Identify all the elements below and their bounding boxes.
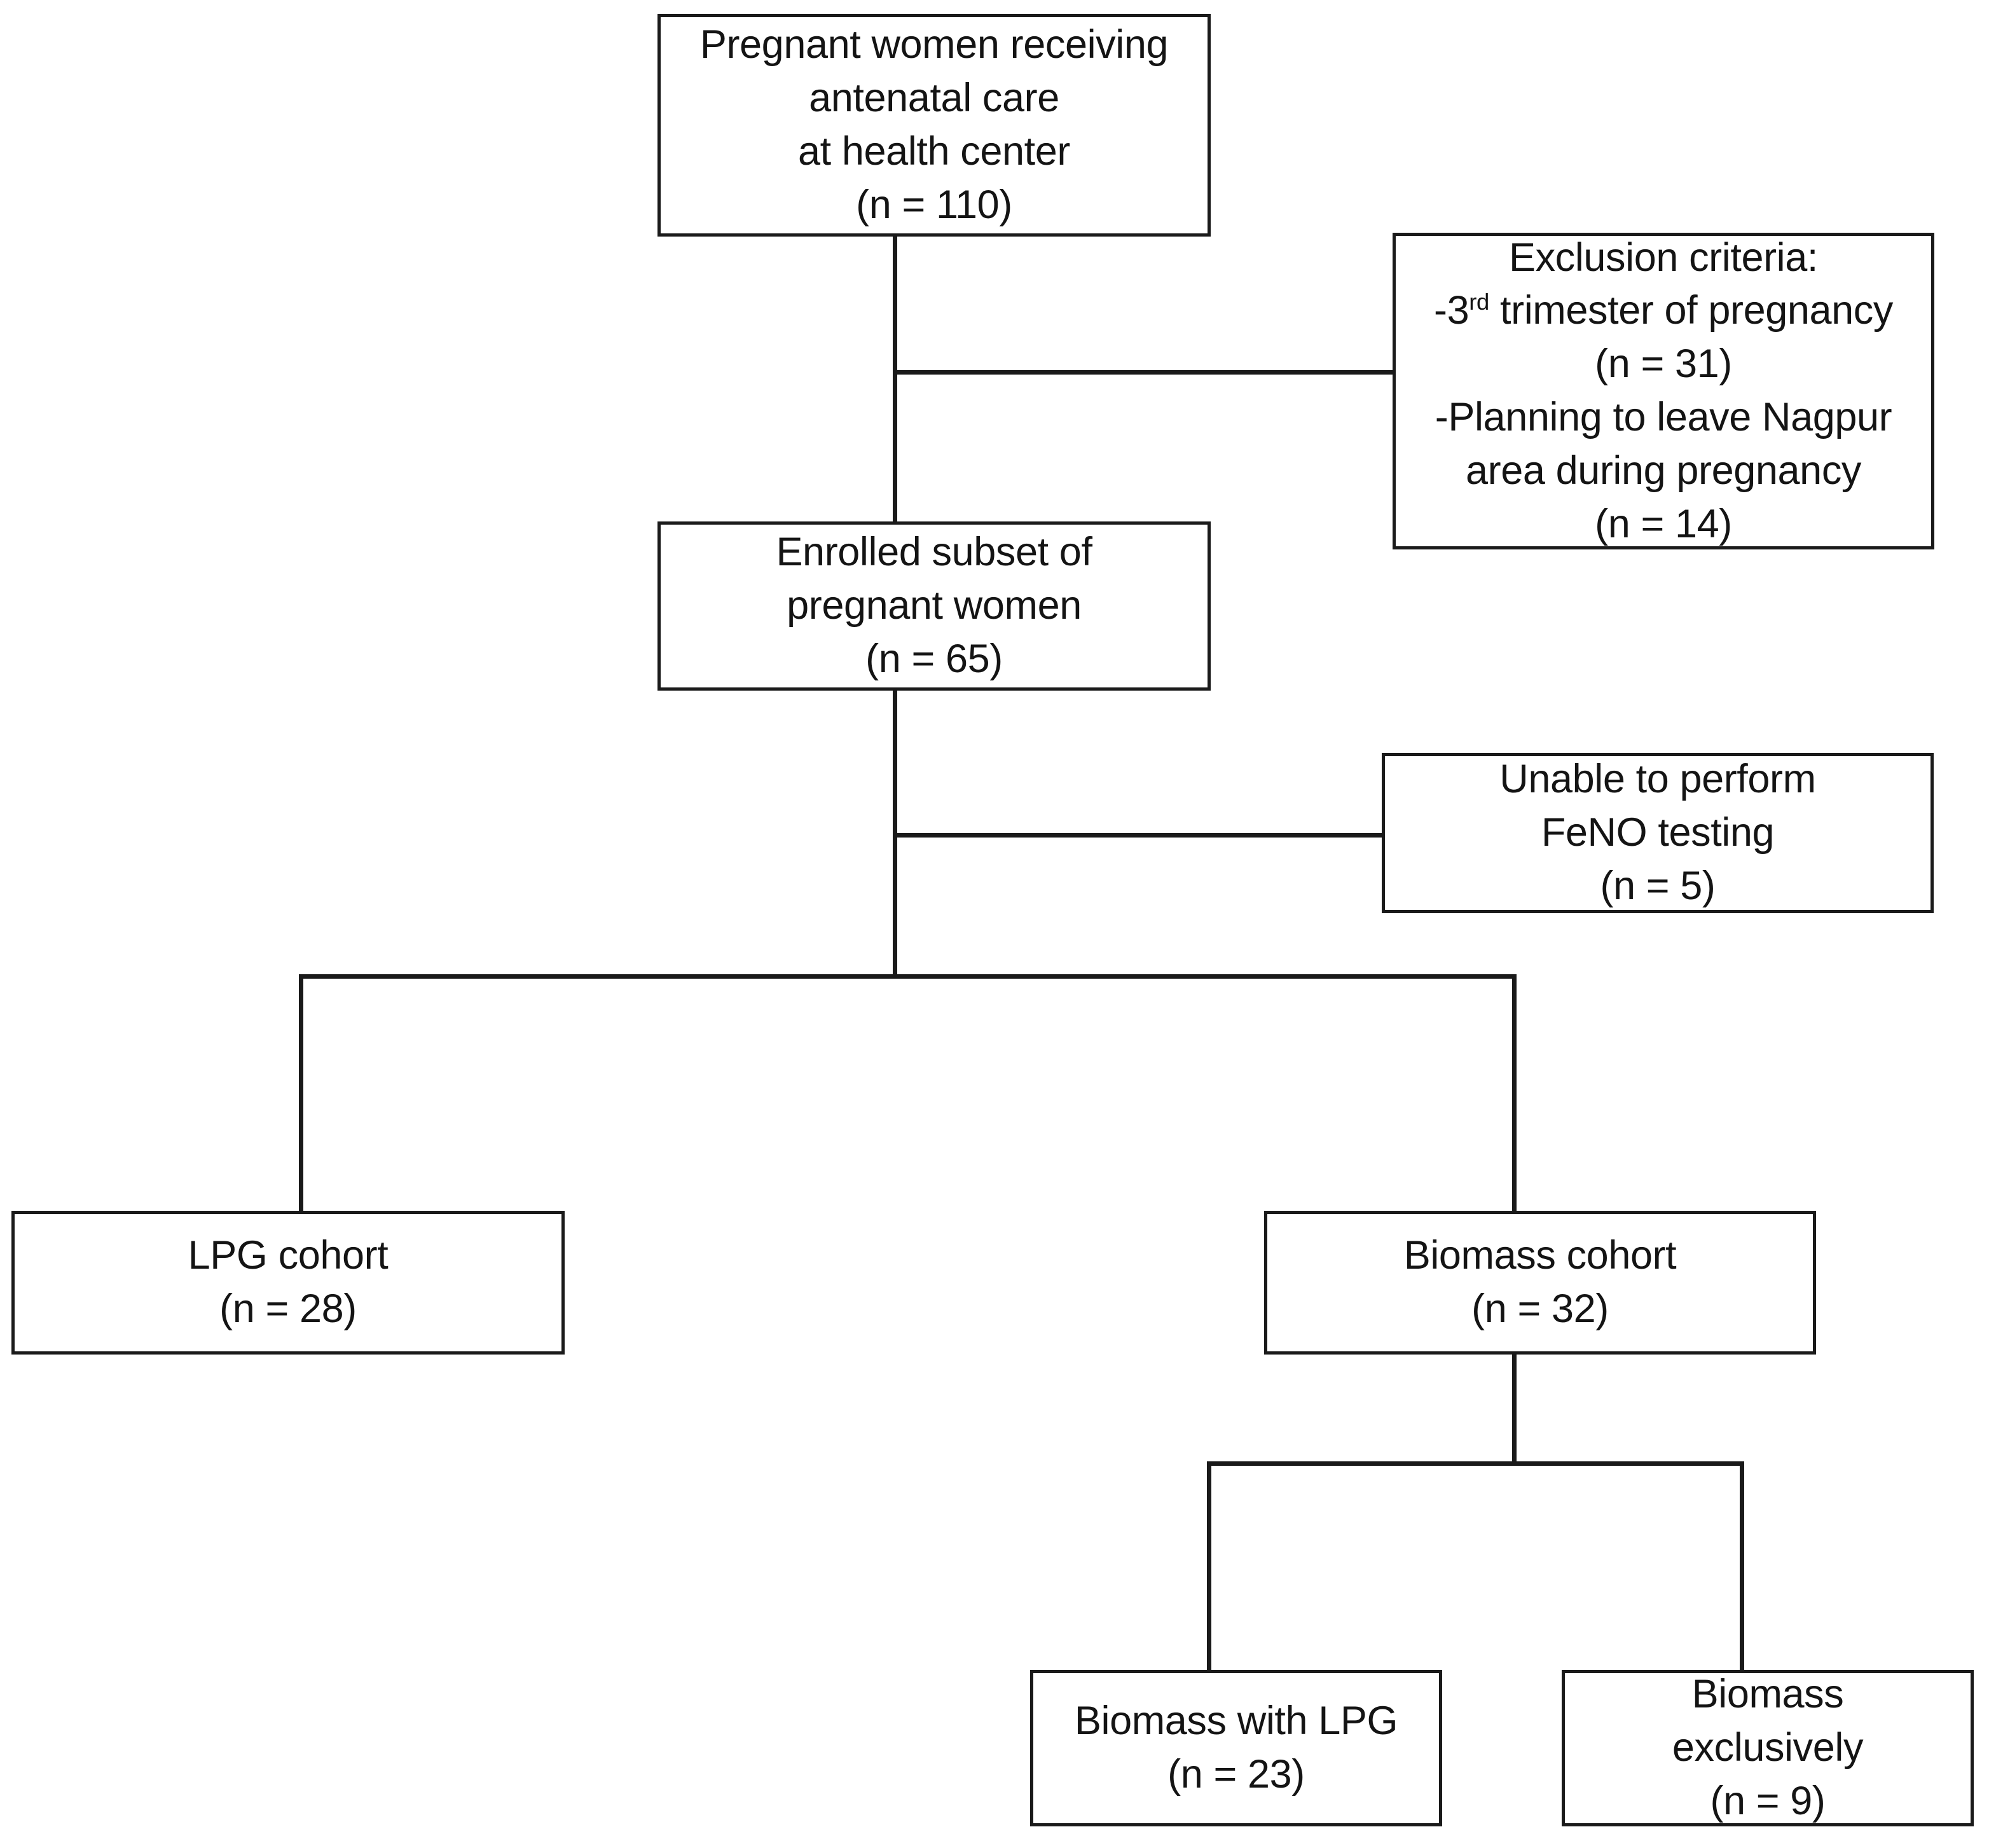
exclusion-criterion-1-superscript: rd bbox=[1469, 289, 1489, 315]
node-enrolled-count: (n = 65) bbox=[865, 636, 1003, 681]
connector-subsplit-to-biomass-exclusive bbox=[1740, 1461, 1744, 1671]
exclusion-criterion-1-prefix: -3 bbox=[1434, 288, 1469, 333]
node-lpg-label: LPG cohort bbox=[188, 1233, 389, 1278]
exclusion-criterion-2-count: (n = 14) bbox=[1595, 501, 1732, 546]
node-enrolled-subset: Enrolled subset of pregnant women (n = 6… bbox=[657, 521, 1211, 691]
node-feno-count: (n = 5) bbox=[1600, 863, 1716, 908]
exclusion-criterion-1-count: (n = 31) bbox=[1595, 341, 1732, 387]
exclusion-criterion-2-line-2: area during pregnancy bbox=[1465, 448, 1862, 493]
node-biomass-exclusive-count: (n = 9) bbox=[1710, 1778, 1826, 1823]
exclusion-criterion-2-line-1: -Planning to leave Nagpur bbox=[1435, 395, 1892, 439]
node-lpg-cohort: LPG cohort (n = 28) bbox=[11, 1211, 565, 1355]
exclusion-criterion-1: -3rd trimester of pregnancy bbox=[1405, 284, 1922, 338]
connector-biomass-to-subsplit bbox=[1512, 1353, 1517, 1465]
connector-split-to-lpg bbox=[299, 974, 303, 1213]
node-biomass-exclusive-line-2: exclusively bbox=[1672, 1725, 1864, 1770]
node-biomass-label: Biomass cohort bbox=[1403, 1233, 1677, 1278]
node-enrolled-line-2: pregnant women bbox=[787, 583, 1082, 628]
node-biomass-count: (n = 32) bbox=[1471, 1286, 1609, 1331]
node-biomass-cohort: Biomass cohort (n = 32) bbox=[1264, 1211, 1816, 1355]
node-biomass-exclusive-line-1: Biomass bbox=[1691, 1672, 1844, 1717]
node-feno-line-2: FeNO testing bbox=[1541, 810, 1775, 855]
node-biomass-exclusively: Biomass exclusively (n = 9) bbox=[1562, 1670, 1974, 1826]
exclusion-title: Exclusion criteria: bbox=[1508, 235, 1819, 280]
node-biomass-lpg-count: (n = 23) bbox=[1167, 1752, 1305, 1796]
node-feno-line-1: Unable to perform bbox=[1499, 757, 1816, 802]
node-screened-line-1: Pregnant women receiving bbox=[699, 22, 1169, 67]
connector-biomass-subsplit-bar bbox=[1207, 1461, 1744, 1466]
connector-subsplit-to-biomass-lpg bbox=[1207, 1461, 1211, 1671]
node-enrolled-line-1: Enrolled subset of bbox=[776, 530, 1092, 575]
node-biomass-lpg-label: Biomass with LPG bbox=[1074, 1699, 1398, 1744]
node-screened-line-3: at health center bbox=[798, 129, 1070, 174]
connector-exclusion-branch bbox=[893, 370, 1395, 375]
node-screened-line-2: antenatal care bbox=[809, 76, 1059, 121]
node-screened-population: Pregnant women receiving antenatal care … bbox=[657, 14, 1211, 237]
node-exclusion-criteria: Exclusion criteria: -3rd trimester of pr… bbox=[1393, 233, 1934, 549]
exclusion-criterion-1-rest: trimester of pregnancy bbox=[1489, 288, 1893, 333]
node-biomass-with-lpg: Biomass with LPG (n = 23) bbox=[1030, 1670, 1442, 1826]
node-screened-count: (n = 110) bbox=[856, 182, 1012, 227]
node-lpg-count: (n = 28) bbox=[219, 1286, 357, 1331]
connector-screened-to-enrolled bbox=[893, 234, 897, 523]
connector-feno-branch bbox=[893, 833, 1386, 838]
connector-cohort-split-bar bbox=[299, 974, 1517, 979]
connector-split-to-biomass bbox=[1512, 974, 1517, 1213]
node-unable-feno-testing: Unable to perform FeNO testing (n = 5) bbox=[1382, 753, 1934, 913]
